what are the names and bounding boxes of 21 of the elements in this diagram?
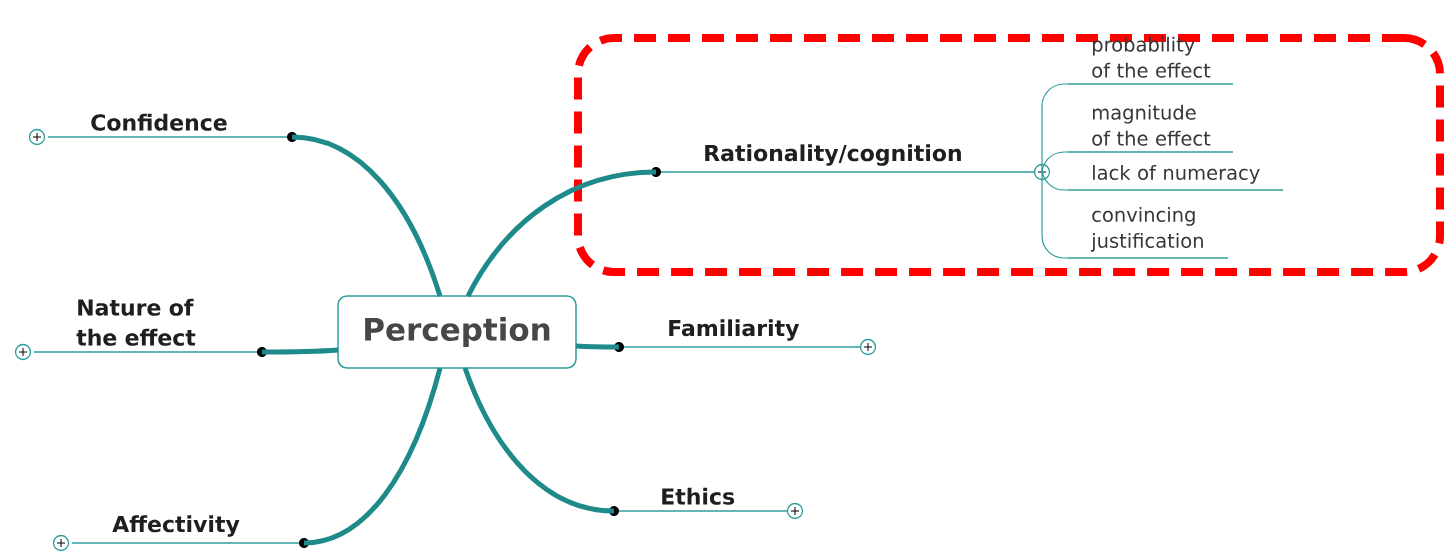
branch-line — [303, 367, 443, 546]
dashed-highlight-box — [574, 34, 1444, 276]
subtopic-label: probability of the effect — [1067, 36, 1234, 85]
central-topic-box: Perception — [337, 295, 577, 369]
topic-label: Rationality/cognition — [651, 144, 1051, 181]
branch-line — [1041, 167, 1069, 191]
branch-line — [1041, 83, 1069, 164]
subtopic-label: lack of numeracy — [1067, 164, 1284, 191]
topic-label: Nature of the effect — [14, 298, 267, 361]
branch-line — [262, 347, 339, 355]
topic-label: Affectivity — [52, 515, 309, 552]
topic-label: Ethics — [609, 487, 804, 520]
branch-line — [465, 169, 657, 298]
branch-line — [291, 134, 443, 297]
topic-label: Familiarity — [614, 319, 877, 356]
branch-line — [462, 367, 615, 514]
subtopic-label: magnitude of the effect — [1067, 104, 1234, 153]
branch-line — [1041, 180, 1069, 259]
branch-line — [575, 343, 619, 350]
subtopic-label: convincing justification — [1067, 206, 1229, 259]
topic-label: Confidence — [28, 113, 297, 146]
